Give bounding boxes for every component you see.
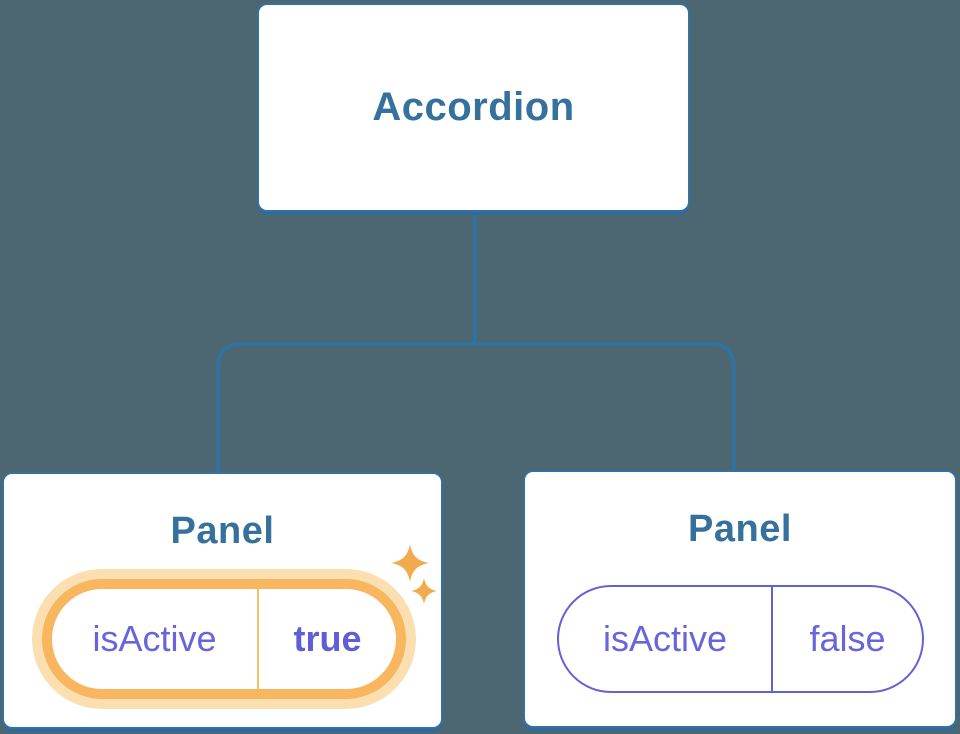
panel-node-label: Panel [170, 510, 275, 552]
state-pill-active: isActive true [42, 579, 406, 699]
sparkle-small [411, 578, 437, 604]
state-pill-inactive: isActive false [557, 585, 924, 693]
connector-branches [216, 342, 736, 473]
panel-node-inactive: Panel isActive false [523, 470, 957, 728]
sparkle-large [391, 544, 429, 582]
panel-node-active: Panel isActive true [2, 472, 443, 729]
state-key: isActive [92, 618, 217, 659]
sparkles-icon [391, 544, 437, 604]
state-key: isActive [602, 618, 728, 659]
accordion-node-label: Accordion [372, 85, 575, 129]
state-value: false [771, 587, 922, 691]
panel-node-label: Panel [688, 508, 792, 550]
accordion-node: Accordion [257, 3, 690, 212]
state-value: true [257, 589, 396, 689]
